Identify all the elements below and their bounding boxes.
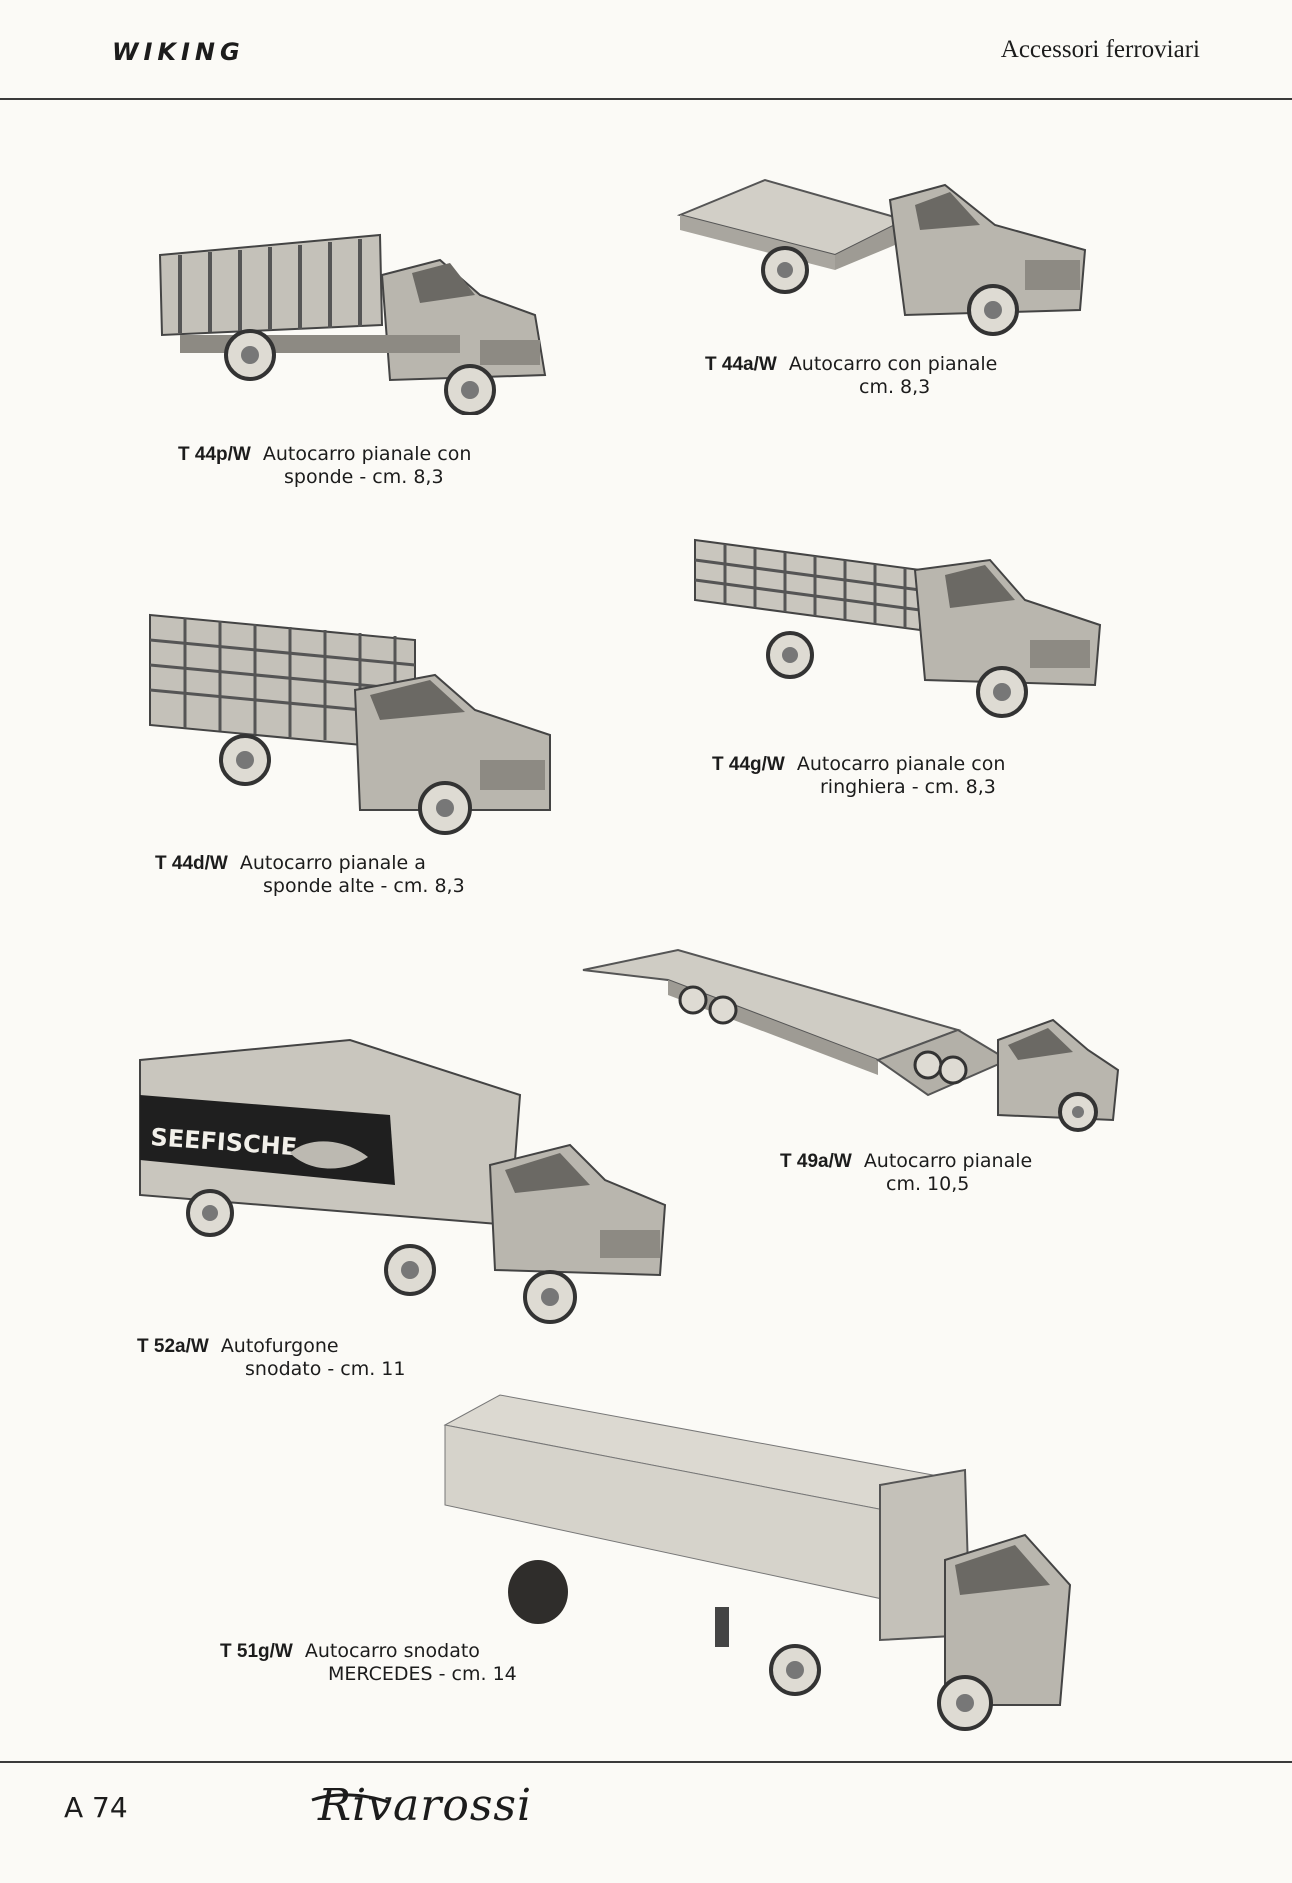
item-desc-line2: snodato - cm. 11 [245,1358,406,1380]
item-desc-line2: cm. 8,3 [859,376,931,398]
item-code: T 44a/W [705,354,777,375]
item-desc-line1: Autocarro pianale con [796,753,1006,775]
item-caption-t44p: T 44p/W Autocarro pianale con sponde - cm… [178,443,471,489]
rivarossi-logo: Rivarossi [318,1780,533,1831]
item-caption-t49a: T 49a/W Autocarro pianale cm. 10,5 [780,1150,1032,1196]
truck-image-t44a [676,178,1087,336]
item-desc-line1: Autofurgone [220,1335,339,1357]
item-desc-line1: Autocarro snodato [304,1640,480,1662]
item-desc-line1: Autocarro pianale a [239,852,426,874]
footer-rule [0,1761,1292,1763]
item-caption-t52a: T 52a/W Autofurgone snodato - cm. 11 [137,1335,406,1381]
brand-title: WIKING [112,38,245,66]
item-caption-t51g: T 51g/W Autocarro snodato MERCEDES - cm. … [220,1640,517,1686]
logo-swash-icon [311,1793,389,1804]
item-desc-line2: sponde - cm. 8,3 [284,466,444,488]
header-rule [0,98,1292,100]
item-code: T 44g/W [712,754,785,775]
item-code: T 44p/W [178,444,251,465]
section-title: Accessori ferroviari [1000,36,1200,63]
page-number: A 74 [64,1791,128,1824]
item-caption-t44d: T 44d/W Autocarro pianale a sponde alte -… [155,852,465,898]
item-desc-line2: sponde alte - cm. 8,3 [263,875,465,897]
item-desc-line1: Autocarro con pianale [788,353,998,375]
truck-image-t44d [149,613,551,835]
item-code: T 49a/W [780,1151,852,1172]
item-desc-line1: Autocarro pianale con [262,443,472,465]
truck-image-t51g [443,1394,1072,1731]
truck-image-t49a [582,948,1120,1132]
item-code: T 51g/W [220,1641,293,1662]
item-caption-t44a: T 44a/W Autocarro con pianale cm. 8,3 [705,353,997,399]
item-desc-line2: cm. 10,5 [886,1173,970,1195]
item-desc-line2: MERCEDES - cm. 14 [328,1663,517,1685]
item-desc-line2: ringhiera - cm. 8,3 [820,776,996,798]
item-code: T 52a/W [137,1336,209,1357]
truck-image-t44g [694,538,1102,718]
truck-image-t52a: SEEFISCHE [139,1038,667,1324]
item-caption-t44g: T 44g/W Autocarro pianale con ringhiera -… [712,753,1005,799]
item-code: T 44d/W [155,853,228,874]
truck-image-t44p [158,233,547,415]
item-desc-line1: Autocarro pianale [863,1150,1033,1172]
